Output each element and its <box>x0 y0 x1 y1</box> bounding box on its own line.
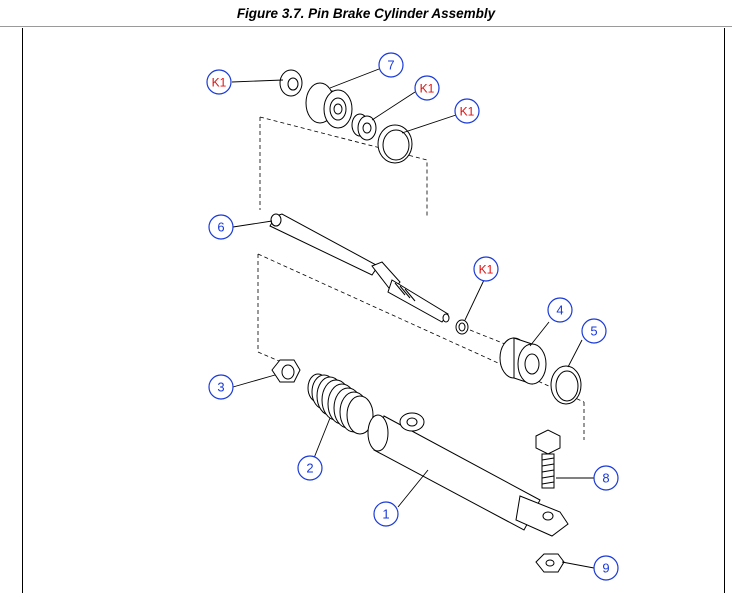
upper-dashed-guide <box>259 116 428 217</box>
callout-circle <box>297 455 323 481</box>
callout-3: 3 <box>208 374 234 400</box>
callout-label: K1 <box>212 76 227 90</box>
callout-circle <box>547 297 573 323</box>
callout-label: 8 <box>602 471 609 486</box>
callout-label: 3 <box>217 380 224 395</box>
callout-circle <box>581 318 607 344</box>
callout-circle <box>454 98 480 124</box>
callout-label: 4 <box>556 303 563 318</box>
callout-circle <box>208 374 234 400</box>
callout-circle <box>414 75 440 101</box>
callout-k1: K1 <box>414 75 440 101</box>
callout-2: 2 <box>297 455 323 481</box>
callout-label: 1 <box>382 507 389 522</box>
part-8-bolt <box>535 429 561 489</box>
callout-label: 9 <box>602 561 609 576</box>
part-k1-bushing <box>351 113 377 141</box>
part-4-piston <box>499 337 547 385</box>
part-6-piston-rod <box>269 213 450 323</box>
callout-5: 5 <box>581 318 607 344</box>
part-3-hex-nut <box>271 359 301 383</box>
title-rule <box>0 26 732 27</box>
callout-8: 8 <box>593 465 619 491</box>
part-9-nut <box>535 553 565 573</box>
callout-9: 9 <box>593 555 619 581</box>
callout-label: 2 <box>306 461 313 476</box>
callout-circle <box>208 214 234 240</box>
callout-circle <box>206 69 232 95</box>
part-2-spring <box>307 373 374 435</box>
callout-circle <box>473 256 499 282</box>
part-k1-washer <box>279 69 303 97</box>
callout-k1: K1 <box>206 69 232 95</box>
callout-label: K1 <box>479 263 494 277</box>
callout-1: 1 <box>373 501 399 527</box>
part-7-piston-seal <box>305 82 353 129</box>
callout-7: 7 <box>378 52 404 78</box>
callout-k1: K1 <box>454 98 480 124</box>
callout-4: 4 <box>547 297 573 323</box>
callout-circle <box>378 52 404 78</box>
callout-label: K1 <box>420 82 435 96</box>
callout-circle <box>593 465 619 491</box>
part-k1-o-ring <box>377 124 413 164</box>
callout-circle <box>593 555 619 581</box>
callout-circle <box>373 501 399 527</box>
callout-6: 6 <box>208 214 234 240</box>
part-k1-snap-ring <box>455 319 469 335</box>
figure-title: Figure 3.7. Pin Brake Cylinder Assembly <box>236 6 496 21</box>
callout-label: 7 <box>387 58 394 73</box>
part-1-cylinder-body <box>367 412 569 537</box>
part-5-seal-ring <box>550 365 582 405</box>
callout-label: K1 <box>460 105 475 119</box>
leader-lines <box>231 68 595 569</box>
callout-label: 5 <box>590 324 597 339</box>
figure-frame <box>22 28 725 593</box>
callout-k1: K1 <box>473 256 499 282</box>
callout-label: 6 <box>217 220 224 235</box>
